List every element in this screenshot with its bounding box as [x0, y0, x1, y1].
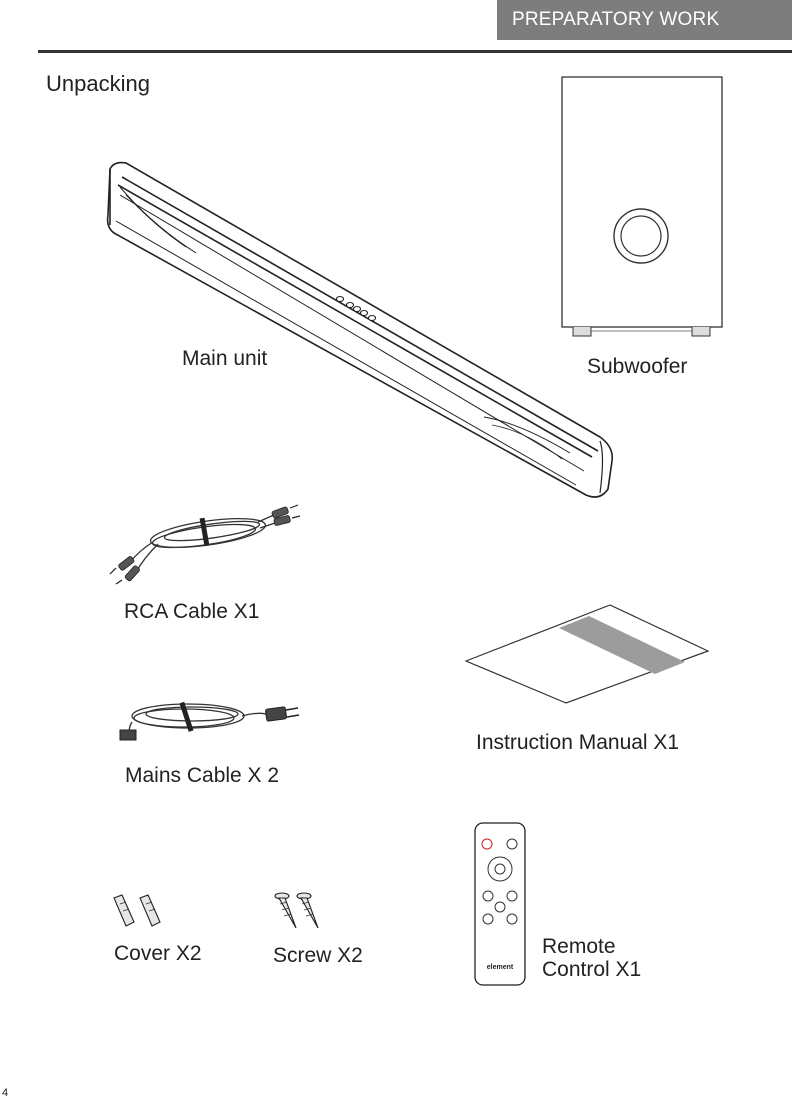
- subwoofer-label: Subwoofer: [587, 355, 688, 378]
- screw-label: Screw X2: [273, 944, 363, 967]
- soundbar-buttons-icon: [335, 295, 377, 322]
- mains-cable-illustration: [119, 701, 300, 741]
- instruction-manual-illustration: [464, 604, 710, 704]
- remote-label-line2: Control X1: [542, 958, 642, 982]
- header-divider: [38, 50, 792, 53]
- remote-control-label: Remote Control X1: [542, 935, 641, 981]
- mains-cable-label: Mains Cable X 2: [125, 764, 280, 787]
- subwoofer-illustration: [561, 76, 723, 337]
- power-icon: [481, 838, 493, 850]
- remote-brand-text: element: [487, 964, 514, 971]
- section-tab: PREPARATORY WORK: [497, 0, 792, 40]
- cover-label: Cover X2: [114, 942, 202, 965]
- rca-cable-illustration: [109, 504, 301, 585]
- cover-illustration: [113, 894, 161, 927]
- soundbar-illustration: [106, 161, 614, 498]
- main-unit-label: Main unit: [182, 347, 268, 370]
- section-title: Unpacking: [46, 71, 150, 96]
- screw-illustration: [274, 892, 319, 929]
- page-number: 4: [2, 1087, 9, 1099]
- instruction-manual-label: Instruction Manual X1: [476, 731, 680, 754]
- rca-cable-label: RCA Cable X1: [124, 600, 260, 623]
- remote-label-line1: Remote: [542, 935, 616, 958]
- remote-control-illustration: element: [474, 822, 526, 986]
